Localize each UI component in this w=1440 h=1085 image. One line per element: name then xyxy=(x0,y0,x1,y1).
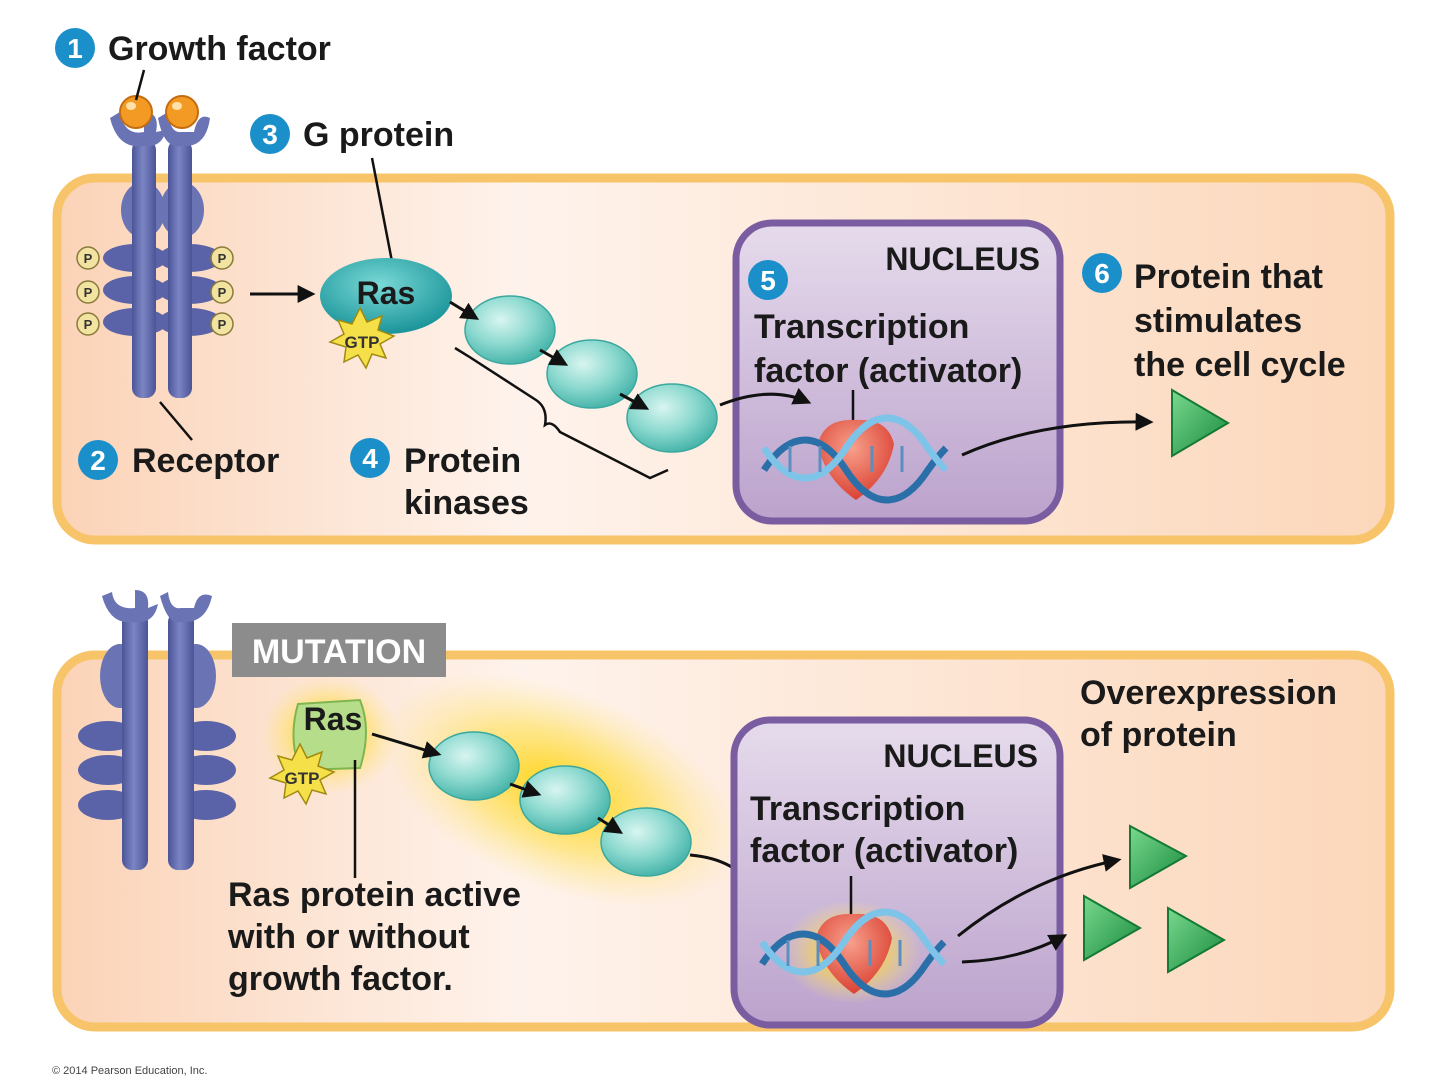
svg-text:4: 4 xyxy=(362,443,378,474)
transcription-factor-top xyxy=(818,419,894,500)
svg-text:Transcription: Transcription xyxy=(754,308,969,346)
step-3-badge xyxy=(250,114,290,154)
kinases-bracket xyxy=(454,346,669,480)
svg-text:P: P xyxy=(218,251,227,266)
protein-kinases-top xyxy=(449,295,718,453)
svg-text:kinases: kinases xyxy=(404,484,529,522)
svg-text:P: P xyxy=(218,317,227,332)
nucleus-bottom: NUCLEUS Transcription factor (activator) xyxy=(730,716,1064,1029)
svg-text:Protein that: Protein that xyxy=(1134,258,1323,296)
svg-text:Growth factor: Growth factor xyxy=(108,30,331,68)
step-2-badge xyxy=(78,440,118,480)
ras-mutant: Ras xyxy=(292,698,367,772)
dna-bottom xyxy=(759,908,947,998)
mutation-tag: MUTATION xyxy=(232,623,446,677)
overexpressed-proteins xyxy=(1083,824,1227,974)
kinase-3 xyxy=(626,383,718,453)
svg-text:2: 2 xyxy=(90,445,106,476)
overexpression-label: Overexpression of protein xyxy=(1080,674,1337,754)
step-3-label: 3 G protein xyxy=(250,114,454,273)
step-4-badge xyxy=(350,438,390,478)
phosphate-4: P xyxy=(210,246,234,270)
phosphate-3: P xyxy=(76,312,100,336)
growth-factor-leader xyxy=(134,69,146,101)
nucleus-to-protein-arrow-1 xyxy=(957,854,1122,938)
svg-text:5: 5 xyxy=(760,265,776,296)
gtp-top: GTP xyxy=(328,306,396,370)
copyright: © 2014 Pearson Education, Inc. xyxy=(52,1065,207,1077)
svg-text:with or without: with or without xyxy=(227,918,470,956)
svg-text:MUTATION: MUTATION xyxy=(252,633,426,671)
kinase-b1 xyxy=(428,731,520,801)
protein-2 xyxy=(1083,894,1143,962)
svg-text:growth factor.: growth factor. xyxy=(228,960,453,998)
svg-text:3: 3 xyxy=(262,119,278,150)
gtp-bottom: GTP xyxy=(268,742,336,806)
receptor-top xyxy=(103,112,222,398)
svg-text:Receptor: Receptor xyxy=(132,442,279,480)
svg-text:factor (activator): factor (activator) xyxy=(750,832,1018,870)
protein-3 xyxy=(1167,906,1227,974)
transcription-factor-bottom xyxy=(816,913,892,994)
protein-kinases-bottom xyxy=(371,731,692,877)
kinase-to-tf-arrow xyxy=(719,387,812,407)
nucleus-top-label: NUCLEUS xyxy=(885,241,1040,277)
step-6-label: 6 Protein that stimulates the cell cycle xyxy=(1082,253,1346,384)
svg-text:the cell cycle: the cell cycle xyxy=(1134,346,1346,384)
svg-text:G protein: G protein xyxy=(303,116,454,154)
nucleus-to-protein-arrow-2 xyxy=(961,934,1068,964)
svg-text:stimulates: stimulates xyxy=(1134,302,1302,340)
svg-text:factor (activator): factor (activator) xyxy=(754,352,1022,390)
svg-text:of protein: of protein xyxy=(1080,716,1237,754)
svg-text:Ras protein active: Ras protein active xyxy=(228,876,521,914)
svg-text:Overexpression: Overexpression xyxy=(1080,674,1337,712)
step-1-label: 1 Growth factor xyxy=(55,28,331,101)
step-1-badge xyxy=(55,28,95,68)
phosphate-5: P xyxy=(210,280,234,304)
phosphate-groups: P P P P P P xyxy=(76,246,234,336)
svg-text:P: P xyxy=(84,251,93,266)
step-6-badge xyxy=(1082,253,1122,293)
svg-text:P: P xyxy=(218,285,227,300)
svg-text:1: 1 xyxy=(67,33,83,64)
svg-text:6: 6 xyxy=(1094,258,1110,289)
receptor-leader xyxy=(159,401,193,441)
kinase-2 xyxy=(546,339,638,409)
phosphate-6: P xyxy=(210,312,234,336)
kinase-1 xyxy=(464,295,556,365)
step-5-badge xyxy=(748,260,788,300)
ras-note: Ras protein active with or without growt… xyxy=(227,876,521,998)
phosphate-2: P xyxy=(76,280,100,304)
svg-text:GTP: GTP xyxy=(285,769,320,788)
svg-text:P: P xyxy=(84,317,93,332)
kinase-b2 xyxy=(519,765,611,835)
receptor-bottom xyxy=(78,590,236,870)
svg-text:P: P xyxy=(84,285,93,300)
nucleus-top: NUCLEUS 5 Transcription factor (activato… xyxy=(732,219,1064,525)
svg-text:Transcription: Transcription xyxy=(750,790,965,828)
ras-top: Ras xyxy=(320,258,452,334)
step-2-label: 2 Receptor xyxy=(78,401,279,480)
cell-cycle-protein-top xyxy=(1171,388,1230,458)
g-protein-leader xyxy=(370,157,396,273)
step-4-label: 4 Protein kinases xyxy=(350,438,529,522)
kinase-b3 xyxy=(600,807,692,877)
phosphate-1: P xyxy=(76,246,100,270)
protein-1 xyxy=(1129,824,1189,890)
svg-text:Ras: Ras xyxy=(357,275,416,311)
dna-top xyxy=(761,414,949,504)
svg-text:GTP: GTP xyxy=(345,333,380,352)
svg-text:Ras: Ras xyxy=(304,701,363,737)
svg-text:Protein: Protein xyxy=(404,442,521,480)
growth-factor-molecules xyxy=(119,95,199,129)
nucleus-bottom-label: NUCLEUS xyxy=(883,738,1038,774)
nucleus-to-protein-arrow xyxy=(961,412,1154,457)
